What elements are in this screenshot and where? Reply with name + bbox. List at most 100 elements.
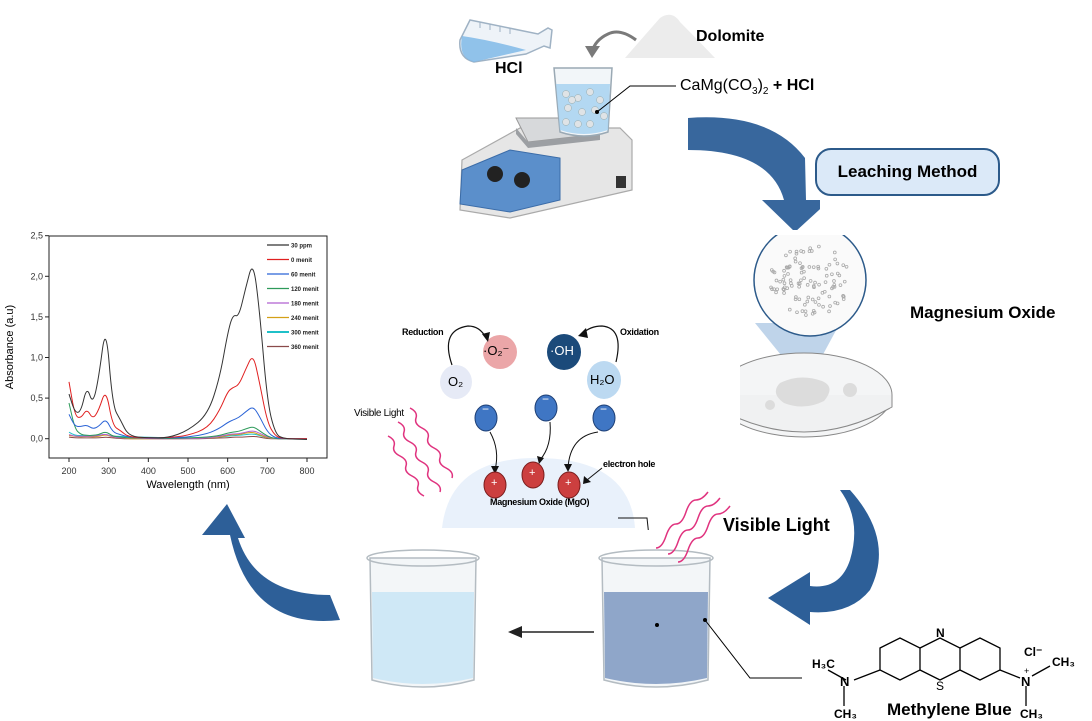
mgo-particle [810, 249, 814, 253]
water-label: H₂O [590, 372, 615, 387]
mgo-particle [805, 299, 810, 304]
reduction-label: Reduction [402, 327, 444, 337]
mgo-particle [797, 281, 802, 286]
degradation-process-illustration [202, 490, 879, 688]
mgo-particle [786, 272, 790, 276]
electron-hole-label: electron hole [603, 459, 656, 469]
y-tick-label: 2,5 [30, 231, 43, 241]
visible-light-waves-icon [655, 491, 731, 563]
x-tick-label: 200 [61, 466, 76, 476]
mgo-particle [841, 263, 846, 267]
x-tick-label: 500 [180, 466, 195, 476]
mgo-particle [841, 293, 846, 298]
mgo-particle [798, 261, 802, 265]
mgo-particle [805, 283, 810, 287]
y-axis-label: Absorbance (a.u) [4, 305, 16, 389]
amine-right: N [1021, 674, 1030, 689]
hole-2 [521, 461, 545, 489]
pour-arrow-icon [590, 30, 637, 53]
electron-2 [534, 394, 558, 422]
oxygen-label: O₂ [448, 374, 464, 389]
mgo-particle [817, 303, 821, 307]
mgo-particle [778, 279, 782, 284]
hole-3 [557, 471, 581, 499]
mgo-particle [787, 307, 792, 312]
mgo-particle [785, 286, 789, 290]
mgo-surface-label: Magnesium Oxide (MgO) [490, 497, 590, 507]
positive-charge: + [1024, 666, 1029, 676]
mgo-particle [835, 301, 840, 306]
mgo-particle [774, 290, 778, 295]
methyl-left-top: H₃C [812, 657, 835, 671]
magnesium-oxide-label: Magnesium Oxide [910, 303, 1056, 322]
y-tick-label: 2,0 [30, 271, 43, 281]
ring-nitrogen: N [936, 626, 945, 640]
superoxide-radical [483, 335, 517, 369]
mgo-particle [803, 309, 808, 314]
methylene-blue-label: Methylene Blue [887, 700, 1012, 719]
mgo-particle [787, 264, 792, 269]
reaction-pointer-line [596, 85, 676, 113]
electron-3 [592, 404, 616, 432]
mgo-particle [823, 280, 828, 284]
magnesium-oxide-dish-illustration [740, 235, 893, 438]
mgo-particle [827, 262, 832, 267]
methylene-blue-structure: H₃C N CH₃ N S N + Cl⁻ CH₃ CH₃ [812, 626, 1075, 721]
superoxide-label: ·O₂⁻ [483, 343, 510, 358]
leaching-method-label: Leaching Method [837, 162, 978, 181]
methyl-left-bottom: CH₃ [834, 707, 857, 721]
hydroxyl-radical [547, 334, 581, 370]
mgo-particle [793, 256, 797, 261]
amine-left: N [840, 674, 849, 689]
mgo-particle [810, 297, 815, 302]
methyl-right-top: CH₃ [1052, 655, 1075, 669]
hole-1 [483, 471, 507, 499]
mgo-particle [811, 284, 816, 288]
mgo-particle [832, 279, 836, 283]
mgo-particle [827, 309, 831, 314]
legend-label: 30 ppm [291, 244, 312, 250]
hcl-label: HCl [495, 60, 523, 77]
y-tick-label: 0,5 [30, 393, 43, 403]
mgo-particle [804, 313, 808, 317]
legend-label: 360 menit [291, 345, 319, 351]
mgo-particle [782, 274, 787, 278]
dolomite-pile-icon [625, 14, 715, 59]
mgo-particle [832, 285, 837, 289]
electron-symbol: − [482, 402, 490, 416]
series-line-30-ppm [68, 268, 308, 441]
mgo-particle [802, 276, 806, 280]
electron-symbol: − [542, 392, 550, 406]
legend-label: 180 menit [291, 302, 319, 308]
mgo-particle [844, 264, 849, 269]
leaching-setup-illustration [459, 14, 820, 230]
x-axis-label: Wavelength (nm) [146, 479, 229, 491]
methyl-right-bottom: CH₃ [1020, 707, 1043, 721]
mgo-particle [816, 296, 821, 301]
hole-symbol: + [565, 477, 572, 489]
mgo-particle [794, 251, 799, 256]
mgo-particle [828, 304, 832, 308]
mgo-particle [775, 287, 780, 292]
mgo-particle [797, 297, 802, 302]
clean-water-beaker-icon [366, 549, 480, 688]
mgo-particle [813, 280, 817, 285]
mgo-particle [793, 259, 798, 264]
x-tick-label: 600 [220, 466, 235, 476]
mgo-particle [830, 272, 834, 277]
x-tick-label: 300 [101, 466, 116, 476]
ring-sulfur: S [936, 679, 944, 693]
mgo-particle [789, 281, 793, 286]
mgo-particle [784, 253, 788, 258]
electron-1 [474, 404, 498, 432]
hole-symbol: + [529, 467, 536, 479]
legend-label: 300 menit [291, 331, 319, 337]
mgo-particle [769, 268, 774, 272]
mgo-particle [832, 250, 837, 255]
mgo-particle [842, 279, 847, 284]
counter-ion: Cl⁻ [1024, 645, 1042, 659]
mgo-particle [806, 295, 811, 300]
x-tick-label: 700 [260, 466, 275, 476]
mgo-particle [799, 278, 803, 283]
mgo-particle [816, 264, 820, 269]
